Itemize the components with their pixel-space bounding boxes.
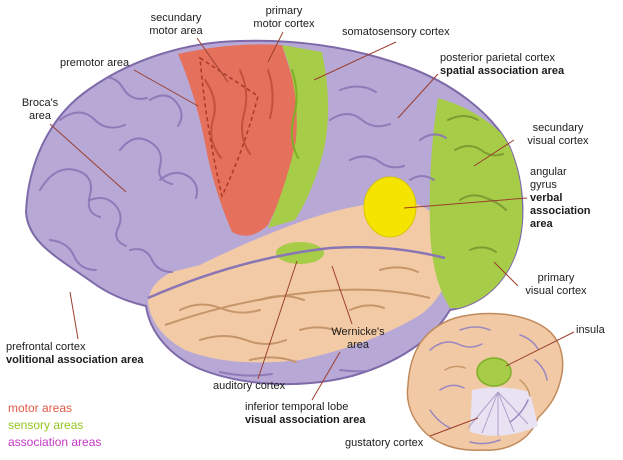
label-secondary-visual-cortex: secundary visual cortex	[516, 122, 600, 148]
label-text: auditory cortex	[213, 380, 286, 392]
label-text: posterior parietal cortex	[440, 52, 555, 64]
sensory-strip-sulci	[290, 69, 299, 159]
sylvian-fissure	[147, 245, 446, 300]
retraction-striations	[467, 391, 529, 436]
leader-posterior-parietal	[397, 73, 439, 119]
secondary-motor-dashed-outline	[199, 56, 259, 199]
label-text: insula	[576, 324, 605, 336]
label-prefrontal-cortex: prefrontal cortex volitional association…	[6, 341, 182, 367]
label-text: primary	[537, 272, 575, 284]
occipital-sulci	[447, 115, 507, 253]
label-insula: insula	[576, 324, 620, 337]
label-text: angular	[530, 166, 567, 178]
leader-wernickes	[331, 265, 353, 325]
leader-primary-visual	[493, 261, 519, 287]
leader-secondary-motor	[196, 37, 229, 83]
main-brain	[24, 39, 524, 386]
retracted-temporal-wedge	[470, 387, 538, 436]
label-secondary-motor-area: secundary motor area	[128, 12, 224, 38]
label-text: visual association area	[245, 414, 366, 426]
legend-item-sensory: sensory areas	[8, 418, 84, 432]
label-text: visual cortex	[527, 135, 589, 147]
small-brain-sulci	[429, 326, 548, 445]
small-brain-insula-view	[406, 312, 564, 451]
legend-item-association: association areas	[8, 435, 102, 449]
angular-gyrus-region	[363, 176, 417, 238]
label-posterior-parietal-cortex: posterior parietal cortex spatial associ…	[440, 52, 598, 78]
label-text: area	[28, 110, 52, 122]
label-text: association	[530, 205, 591, 217]
label-somatosensory-cortex: somatosensory cortex	[342, 26, 482, 39]
leader-auditory	[257, 260, 298, 380]
label-text: Wernicke's	[331, 326, 385, 338]
leader-brocas	[49, 123, 127, 193]
insula-region	[476, 357, 512, 387]
label-text: verbal	[530, 192, 563, 204]
label-text: prefrontal cortex	[6, 341, 86, 353]
leader-prefrontal	[69, 291, 79, 340]
label-text: somatosensory cortex	[342, 26, 450, 38]
leader-gustatory	[429, 417, 479, 437]
leader-primary-motor	[267, 31, 284, 63]
label-text: secundary	[532, 122, 584, 134]
label-text: volitional association area	[6, 354, 144, 366]
label-text: gyrus	[530, 179, 557, 191]
label-text: primary	[265, 5, 303, 17]
label-text: area	[530, 218, 553, 230]
leader-inferior-temporal	[311, 351, 341, 401]
small-brain-tan-sulci	[444, 365, 531, 397]
leader-somatosensory	[313, 41, 397, 81]
label-text: inferior temporal lobe	[245, 401, 349, 413]
leader-secondary-visual	[473, 139, 515, 167]
superior-temporal-sulcus	[164, 288, 431, 326]
label-text: visual cortex	[525, 285, 587, 297]
leader-insula	[505, 331, 575, 367]
label-wernickes-area: Wernicke's area	[326, 326, 390, 352]
label-text: area	[346, 339, 370, 351]
leader-premotor	[133, 69, 199, 107]
label-primary-visual-cortex: primary visual cortex	[514, 272, 598, 298]
label-text: gustatory cortex	[345, 437, 424, 449]
legend-item-motor: motor areas	[8, 401, 73, 415]
label-auditory-cortex: auditory cortex	[213, 380, 305, 393]
label-text: Broca's	[21, 97, 59, 109]
label-primary-motor-cortex: primary motor cortex	[238, 5, 330, 31]
label-text: motor area	[149, 25, 203, 37]
label-text: premotor area	[60, 57, 130, 69]
frontal-parietal-sulci	[39, 76, 447, 377]
leader-angular-gyrus	[403, 197, 528, 209]
label-text: secundary	[150, 12, 202, 24]
somatosensory-region	[268, 45, 329, 228]
label-brocas-area: Broca's area	[14, 97, 66, 123]
label-text: spatial association area	[440, 65, 565, 77]
motor-strip-sulci	[204, 69, 274, 159]
label-premotor-area: premotor area	[60, 57, 150, 70]
label-inferior-temporal-lobe: inferior temporal lobe visual associatio…	[245, 401, 401, 427]
leader-lines	[49, 31, 575, 437]
temporal-region	[148, 201, 452, 363]
label-gustatory-cortex: gustatory cortex	[345, 437, 455, 450]
label-angular-gyrus: angular gyrus verbal association area	[530, 166, 618, 231]
visual-cortex-region	[429, 98, 523, 309]
label-text: motor cortex	[253, 18, 315, 30]
